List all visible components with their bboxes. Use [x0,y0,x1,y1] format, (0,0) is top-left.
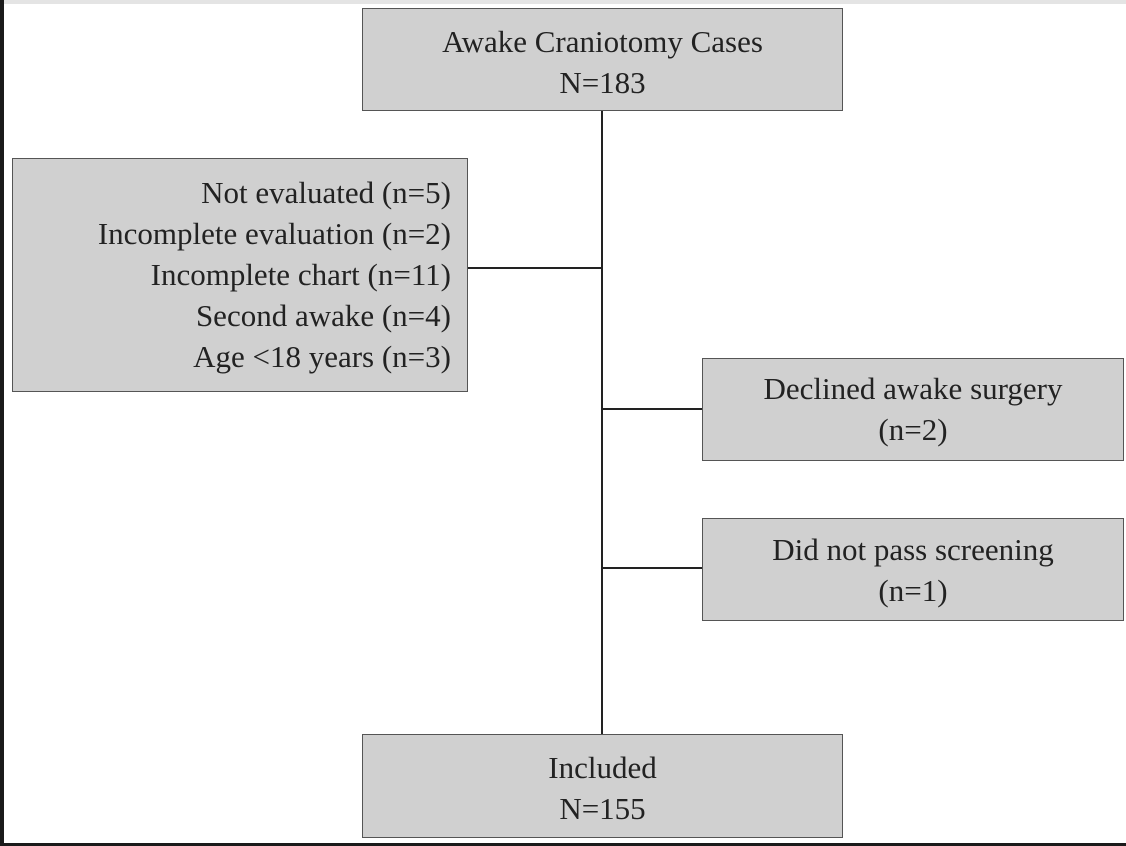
declined-label: Declined awake surgery [763,371,1063,406]
included-box: Included N=155 [362,734,843,838]
exclusion-item: Not evaluated (n=5) [201,175,451,210]
total-cases-box: Awake Craniotomy Cases N=183 [362,8,843,111]
total-cases-title: Awake Craniotomy Cases [442,24,763,59]
screening-box: Did not pass screening (n=1) [702,518,1124,621]
exclusions-box: Not evaluated (n=5) Incomplete evaluatio… [12,158,468,392]
exclusion-item: Incomplete chart (n=11) [150,257,451,292]
top-border-strip [4,0,1126,4]
declined-box: Declined awake surgery (n=2) [702,358,1124,461]
exclusion-item: Age <18 years (n=3) [193,339,451,374]
exclusion-item: Incomplete evaluation (n=2) [97,216,451,251]
total-cases-count: N=183 [559,65,646,100]
included-label: Included [548,750,657,785]
exclusion-item: Second awake (n=4) [195,298,451,333]
declined-count: (n=2) [878,412,948,447]
screening-count: (n=1) [878,573,948,608]
screening-label: Did not pass screening [772,532,1054,567]
included-count: N=155 [559,791,646,826]
